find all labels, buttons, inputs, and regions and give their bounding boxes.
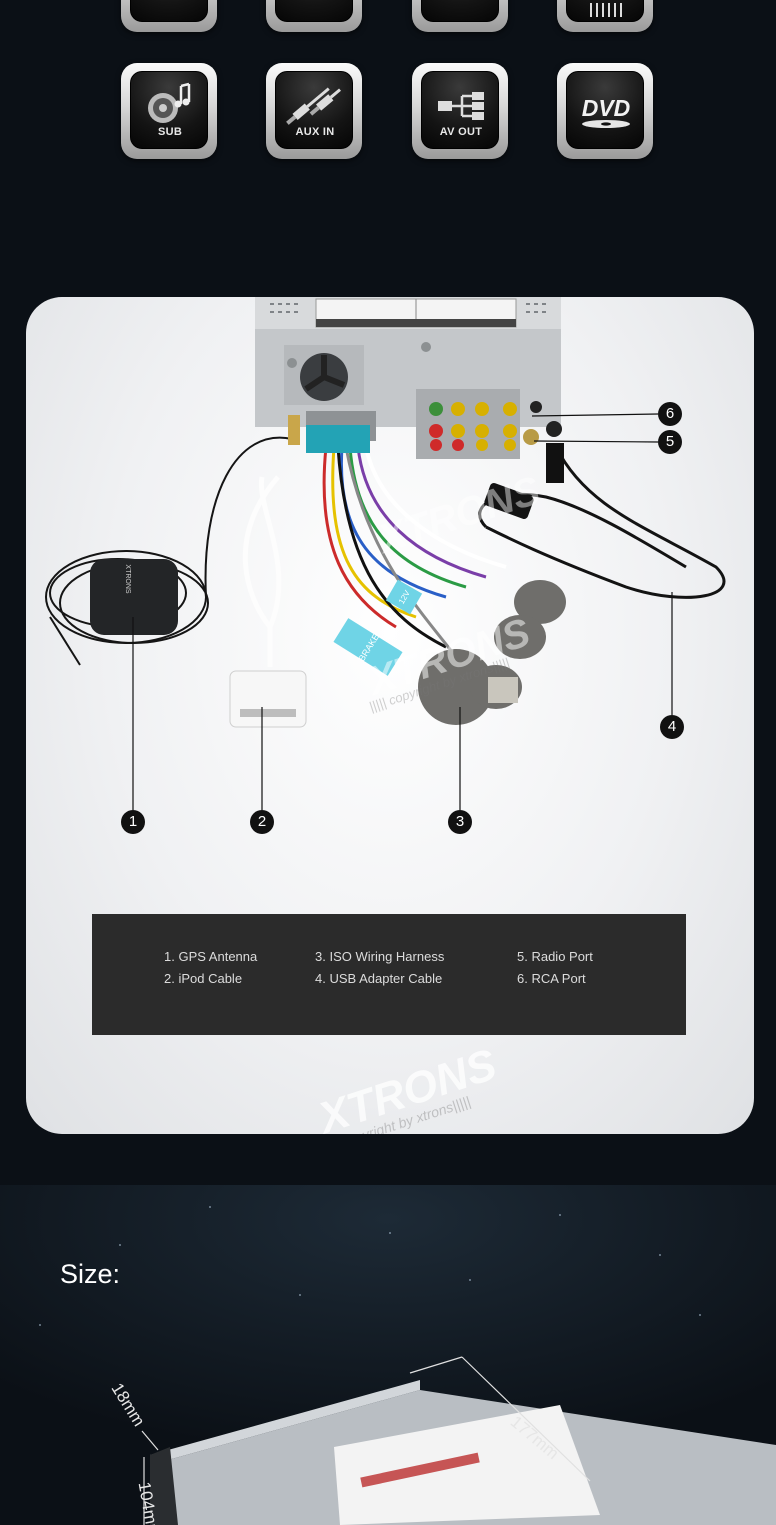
legend-item: 6. RCA Port <box>517 971 586 986</box>
av-out-label: AV OUT <box>439 126 483 138</box>
hd-tile: HD <box>121 0 217 32</box>
sub-label: SUB <box>157 126 183 138</box>
legend-item: 4. USB Adapter Cable <box>315 971 443 986</box>
callout-4: 4 <box>660 715 684 739</box>
gps-puck <box>90 559 178 635</box>
legend-item: 5. Radio Port <box>517 949 593 964</box>
usb-plug <box>546 443 564 483</box>
gps-connector <box>288 415 300 445</box>
aux-in-tile: AUX IN <box>266 63 362 159</box>
dvd-tile: DVD <box>557 63 653 159</box>
usb-cable <box>478 446 726 599</box>
gps-brand: XTRONS <box>124 564 131 594</box>
size-title: Size: <box>60 1259 121 1289</box>
legend-item: 3. ISO Wiring Harness <box>315 949 445 964</box>
subwoofer-icon <box>148 82 191 123</box>
ipod-cable <box>242 475 282 667</box>
iso-harness <box>322 446 507 658</box>
legend-item: 2. iPod Cable <box>164 971 243 986</box>
feature-tile <box>266 0 362 32</box>
equalizer-tile <box>557 0 653 32</box>
aux-in-label: AUX IN <box>295 126 335 138</box>
av-out-tile: AV OUT <box>412 63 508 159</box>
av-out-icon <box>438 92 484 120</box>
legend-box: 1. GPS Antenna 2. iPod Cable 3. ISO Wiri… <box>92 914 686 1035</box>
ipod-connector <box>229 670 307 728</box>
dvd-text: DVD <box>582 95 631 121</box>
legend-item: 1. GPS Antenna <box>164 949 258 964</box>
callout-6: 6 <box>658 402 682 426</box>
aux-cable-icon <box>286 87 341 125</box>
harness-plugs <box>418 580 566 725</box>
sub-tile: SUB <box>121 63 217 159</box>
size-background <box>0 1185 776 1525</box>
dvd-icon: DVD <box>582 95 631 128</box>
callout-lines <box>132 413 673 810</box>
callout-3: 3 <box>448 810 472 834</box>
wiring-card: XTRONS BRAKE 12V <box>26 297 754 1134</box>
dimension-lines <box>141 1356 591 1525</box>
brake-tag <box>333 618 403 676</box>
radio-unit-drawing <box>150 1380 776 1525</box>
feature-tile <box>412 0 508 32</box>
callout-5: 5 <box>658 430 682 454</box>
callout-2: 2 <box>250 810 274 834</box>
iso-connector <box>306 425 370 453</box>
equalizer-icon <box>590 3 622 17</box>
callout-1: 1 <box>121 810 145 834</box>
wiring-photo: XTRONS BRAKE 12V <box>45 297 726 810</box>
rca-jacks <box>429 401 562 451</box>
